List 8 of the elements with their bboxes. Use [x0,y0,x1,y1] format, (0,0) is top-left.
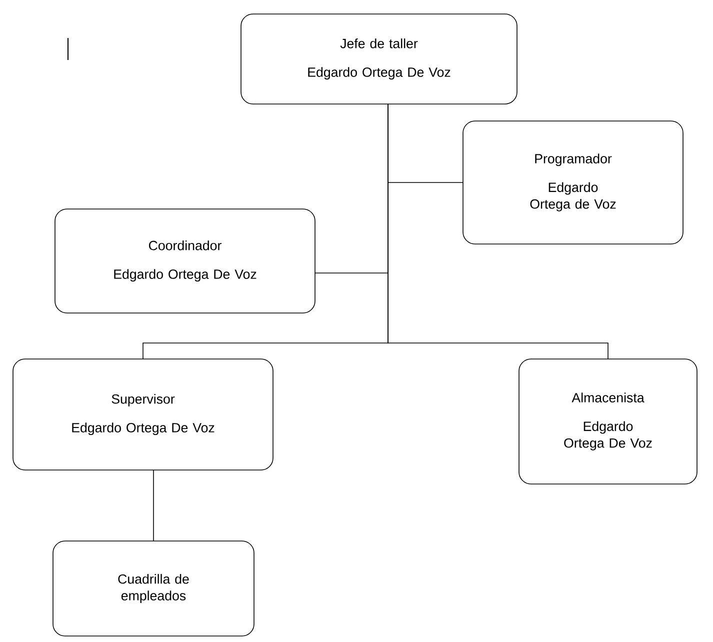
connector-line [153,470,154,542]
org-box: Jefe de taller Edgardo Ortega De Voz [240,14,518,104]
org-box: Almacenista Edgardo Ortega De Voz [518,358,698,484]
org-box: Cuadrilla de empleados [52,540,254,636]
connector-line [388,104,608,360]
org-box: Coordinador Edgardo Ortega De Voz [54,208,316,314]
org-box: Supervisor Edgardo Ortega De Voz [12,358,274,470]
org-box: Programador Edgardo Ortega de Voz [462,120,684,244]
